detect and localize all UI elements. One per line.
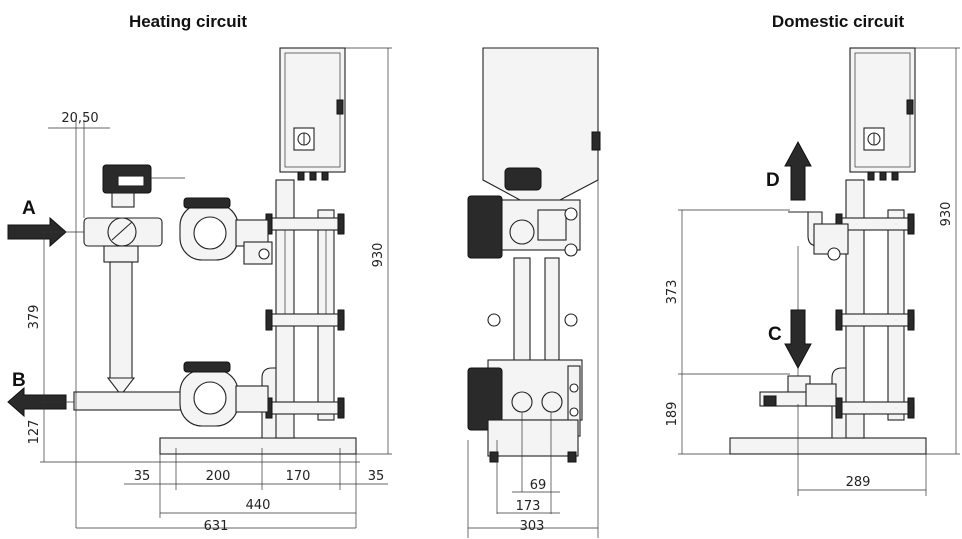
dim-127: 127	[27, 420, 42, 445]
side-upper-pump	[467, 195, 503, 259]
bypass-pipe	[109, 261, 133, 381]
base-plate	[159, 437, 357, 455]
domestic-circuit-title: Domestic circuit	[772, 12, 905, 31]
dim-170: 170	[286, 469, 311, 484]
dim-440: 440	[246, 498, 271, 513]
front-view: A B 20,50 379 127 930 35 200 170 35 440 …	[7, 47, 392, 534]
control-box	[279, 47, 346, 173]
arrow-b-outlet	[7, 386, 67, 418]
arrow-a-inlet	[7, 216, 67, 248]
dim-289: 289	[846, 475, 871, 490]
arrow-c-inlet	[784, 309, 812, 370]
arrow-d-outlet	[784, 140, 812, 201]
return-pipe	[73, 391, 185, 411]
label-d: D	[766, 170, 780, 191]
dim-189: 189	[665, 402, 680, 427]
label-a: A	[22, 198, 36, 219]
dim-200: 200	[206, 469, 231, 484]
dim-373: 373	[665, 280, 680, 305]
dim-930-domestic: 930	[939, 202, 954, 227]
dim-173: 173	[516, 499, 541, 514]
side-view: 69 173 303	[467, 47, 601, 538]
domestic-base-plate	[729, 437, 927, 455]
dim-930-heating: 930	[371, 243, 386, 268]
heating-circuit-title: Heating circuit	[129, 12, 247, 31]
label-c: C	[768, 324, 782, 345]
side-lower-pump	[467, 367, 503, 431]
dim-offset: 20,50	[61, 111, 98, 126]
dim-69: 69	[530, 478, 547, 493]
dim-35-right: 35	[368, 469, 385, 484]
dim-303: 303	[520, 519, 545, 534]
domestic-control-box	[849, 47, 916, 173]
dim-631: 631	[204, 519, 229, 534]
dim-379: 379	[27, 305, 42, 330]
label-b: B	[12, 370, 26, 391]
dim-35-left: 35	[134, 469, 151, 484]
domestic-view: D C 373 189 930 289	[665, 47, 960, 496]
